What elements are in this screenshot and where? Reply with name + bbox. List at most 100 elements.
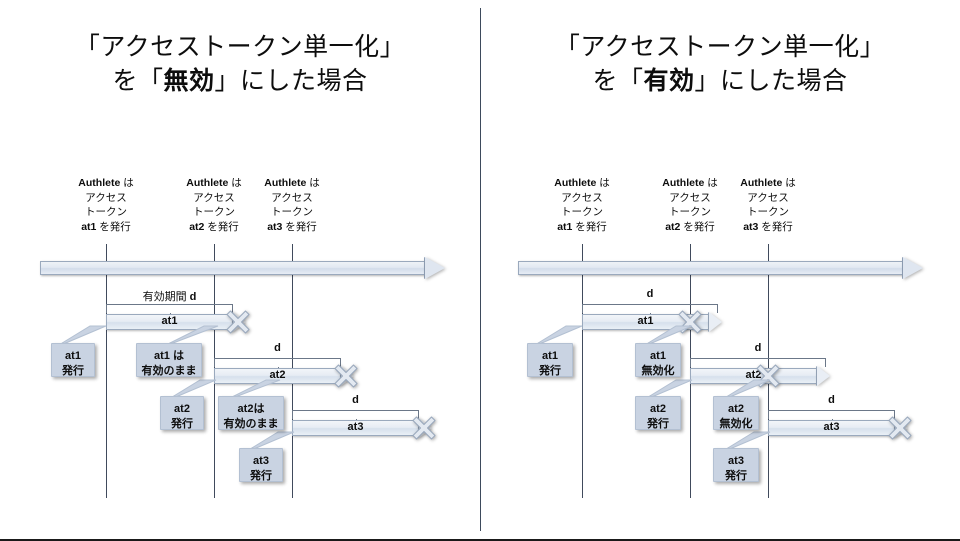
- title-line-1: 「アクセストークン単一化」: [554, 33, 886, 61]
- title-line-2-prefix: を「: [112, 67, 164, 95]
- event-line2: アクセス: [193, 191, 235, 204]
- event-actor: Authlete: [78, 177, 121, 189]
- event-token-name: at2: [189, 220, 205, 233]
- callout-line-1: at2は: [237, 403, 265, 415]
- event-header-at3: Authlete は アクセス トークン at3 を発行: [720, 176, 816, 234]
- event-line2: アクセス: [669, 191, 711, 204]
- callout-line-2: 有効のまま: [141, 365, 197, 377]
- event-header-at1: Authlete は アクセス トークン at1 を発行: [58, 176, 154, 234]
- panel-divider: [480, 8, 481, 531]
- event-rule-at1: [582, 244, 583, 498]
- event-line2: アクセス: [85, 191, 127, 204]
- event-line3: トークン: [747, 206, 789, 218]
- callout-line-2: 発行: [725, 470, 747, 482]
- duration-label-symbol: d: [352, 394, 359, 406]
- time-axis-arrow: [40, 257, 445, 279]
- duration-label-symbol: d: [189, 291, 197, 303]
- title-line-2-emphasis: 有効: [643, 67, 695, 95]
- event-line3: トークン: [271, 206, 313, 218]
- event-token-name: at1: [81, 220, 97, 233]
- time-axis-head: [903, 257, 923, 279]
- event-line4-suffix: を発行: [758, 220, 793, 233]
- callout-line-1: at1: [65, 350, 81, 362]
- title-line-2-suffix: 」にした場合: [214, 67, 368, 95]
- callout-at3-issued: at3 発行: [713, 448, 759, 482]
- event-line3: トークン: [561, 206, 603, 218]
- duration-label-symbol: d: [828, 394, 835, 406]
- event-line2: アクセス: [561, 191, 603, 204]
- event-line4-suffix: を発行: [204, 220, 239, 233]
- panel-disabled: 「アクセストークン単一化」 を「無効」にした場合 Authlete は アクセス…: [0, 30, 480, 498]
- callout-line-1: at3: [253, 455, 269, 467]
- callout-line-1: at1: [650, 350, 666, 362]
- callout-line-2: 無効化: [641, 365, 675, 377]
- token-bar-label: at2: [745, 369, 762, 381]
- event-actor: Authlete: [554, 177, 597, 189]
- event-line3: トークン: [669, 206, 711, 218]
- callout-at1-still-valid: at1 は 有効のまま: [136, 343, 202, 377]
- callout-at3-issued: at3 発行: [239, 448, 283, 482]
- event-actor: Authlete: [264, 177, 307, 189]
- callout-line-2: 発行: [647, 418, 669, 430]
- panel-title-disabled: 「アクセストークン単一化」 を「無効」にした場合: [0, 30, 480, 98]
- callout-at1-revoked: at1 無効化: [635, 343, 681, 377]
- event-token-name: at2: [665, 220, 681, 233]
- revocation-x-icon-at2: [331, 361, 361, 391]
- event-line4-suffix: を発行: [680, 220, 715, 233]
- token-bar-label: at2: [269, 369, 286, 381]
- callout-line-2: 発行: [62, 365, 84, 377]
- revocation-x-icon-at3: [885, 413, 915, 443]
- callout-at1-issued: at1 発行: [51, 343, 95, 377]
- event-header-at1: Authlete は アクセス トークン at1 を発行: [534, 176, 630, 234]
- revocation-x-icon-at3: [409, 413, 439, 443]
- duration-label-at1: d: [582, 288, 718, 300]
- event-actor-suffix: は: [228, 177, 242, 189]
- duration-label-symbol: d: [646, 288, 654, 300]
- event-actor-suffix: は: [596, 177, 610, 189]
- callout-at2-still-valid: at2は 有効のまま: [218, 396, 284, 430]
- token-bar-label: at1: [637, 315, 654, 327]
- callout-line-1: at3: [728, 455, 744, 467]
- callout-line-2: 有効のまま: [223, 418, 279, 430]
- event-header-at3: Authlete は アクセス トークン at3 を発行: [244, 176, 340, 234]
- event-token-name: at3: [267, 220, 283, 233]
- callout-line-1: at1: [542, 350, 558, 362]
- callout-line-1: at2: [650, 403, 666, 415]
- revocation-x-icon-at1: [223, 307, 253, 337]
- duration-label-text: 有効期間: [142, 291, 190, 303]
- duration-label-at3: d: [292, 394, 419, 406]
- event-actor-suffix: は: [704, 177, 718, 189]
- time-axis-arrow: [518, 257, 923, 279]
- event-actor-suffix: は: [782, 177, 796, 189]
- callout-line-1: at2: [174, 403, 190, 415]
- event-header-at2: Authlete は アクセス トークン at2 を発行: [166, 176, 262, 234]
- event-actor-suffix: は: [306, 177, 320, 189]
- title-line-2-prefix: を「: [592, 67, 644, 95]
- callout-at2-issued: at2 発行: [635, 396, 681, 430]
- token-bar-label: at3: [347, 421, 364, 433]
- duration-label-symbol: d: [754, 342, 762, 354]
- title-line-2-suffix: 」にした場合: [694, 67, 848, 95]
- time-axis-head: [425, 257, 445, 279]
- callout-line-2: 発行: [250, 470, 272, 482]
- event-actor: Authlete: [740, 177, 783, 189]
- event-line4-suffix: を発行: [572, 220, 607, 233]
- callout-at1-issued: at1 発行: [527, 343, 573, 377]
- time-axis-shaft: [518, 261, 904, 275]
- title-line-1: 「アクセストークン単一化」: [74, 33, 406, 61]
- event-token-name: at3: [743, 220, 759, 233]
- callout-line-2: 発行: [171, 418, 193, 430]
- panel-enabled: 「アクセストークン単一化」 を「有効」にした場合 Authlete は アクセス…: [480, 0, 960, 539]
- event-token-name: at1: [557, 220, 573, 233]
- panel-title-enabled: 「アクセストークン単一化」 を「有効」にした場合: [480, 30, 960, 98]
- callout-line-2: 発行: [539, 365, 561, 377]
- token-bar-tip: [817, 366, 830, 386]
- title-line-2-emphasis: 無効: [163, 67, 215, 95]
- duration-label-symbol: d: [274, 342, 281, 354]
- event-line4-suffix: を発行: [282, 220, 317, 233]
- event-actor: Authlete: [662, 177, 705, 189]
- duration-label-at2: d: [690, 342, 826, 354]
- event-rule-at1: [106, 244, 107, 498]
- event-line2: アクセス: [271, 191, 313, 204]
- callout-at2-issued: at2 発行: [160, 396, 204, 430]
